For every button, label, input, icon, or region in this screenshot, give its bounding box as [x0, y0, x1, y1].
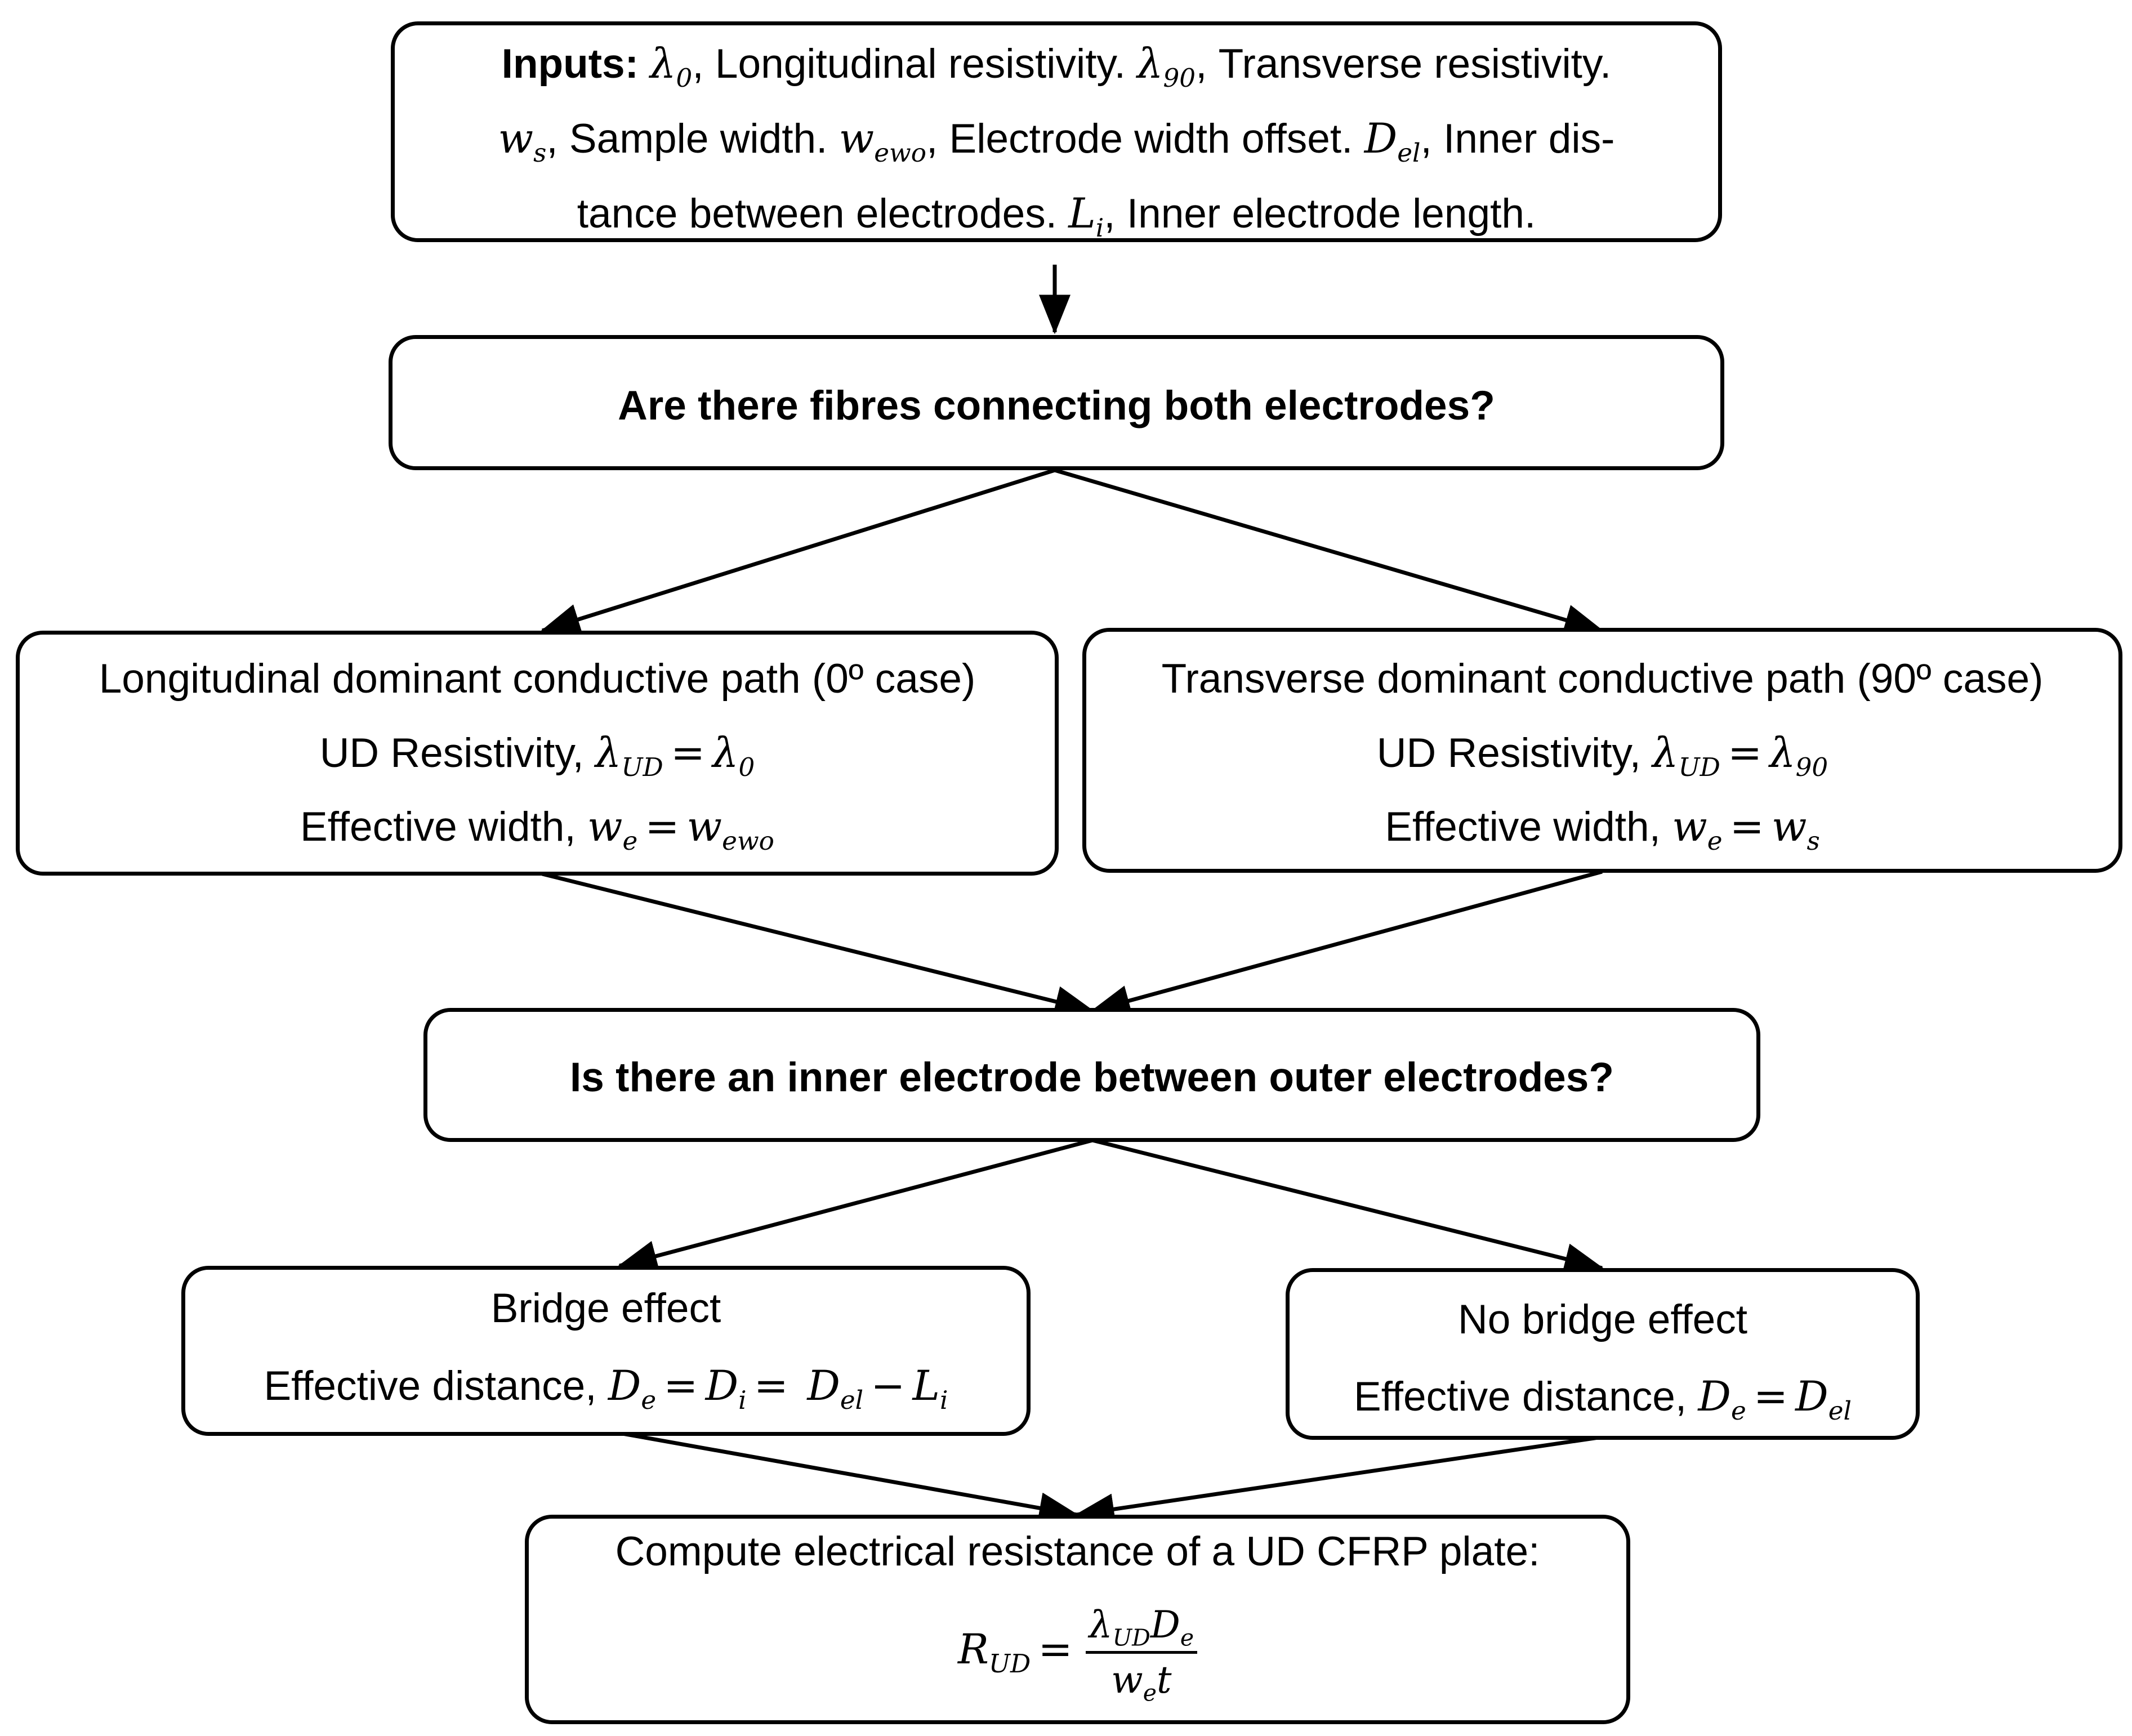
arrow-longitudinal-to-question2: [542, 872, 1095, 1017]
no-bridge-title: No bridge effect: [1457, 1297, 1748, 1342]
longitudinal-path-box: Longitudinal dominant conductive path (0…: [16, 631, 1059, 876]
lambda90-description: , Transverse resistivity.: [1196, 41, 1612, 87]
longitudinal-title: Longitudinal dominant conductive path (0…: [99, 656, 976, 702]
question-inner-electrode-box: Is there an inner electrode between oute…: [423, 1008, 1760, 1142]
ws-description: , Sample width.: [546, 116, 828, 162]
bridge-distance: Effective distance, De=Di= Del−Li: [264, 1362, 948, 1415]
inputs-line-2: ws, Sample width. wewo, Electrode width …: [498, 115, 1615, 168]
arrow-question1-to-longitudinal: [540, 468, 1056, 635]
no-bridge-effect-box: No bridge effect Effective distance, De=…: [1286, 1268, 1920, 1440]
transverse-resistivity: UD Resistivity, λUD=λ90: [1376, 729, 1828, 782]
bridge-title: Bridge effect: [490, 1286, 721, 1331]
li-description: , Inner electrode length.: [1104, 191, 1536, 236]
longitudinal-resistivity: UD Resistivity, λUD=λ0: [319, 729, 755, 782]
question-fibres-box: Are there fibres connecting both electro…: [389, 335, 1724, 470]
compute-resistance-box: Compute electrical resistance of a UD CF…: [525, 1515, 1630, 1724]
arrow-transverse-to-question2: [1090, 869, 1603, 1016]
transverse-path-box: Transverse dominant conductive path (90º…: [1082, 628, 2122, 873]
arrow-bridge-to-compute: [619, 1431, 1079, 1524]
inputs-line-3: tance between electrodes. Li, Inner elec…: [577, 190, 1536, 243]
arrow-question2-to-nobridge: [1092, 1138, 1604, 1274]
question-inner-electrode-text: Is there an inner electrode between oute…: [570, 1055, 1614, 1100]
inputs-box: Inputs: λ0, Longitudinal resistivity. λ9…: [391, 21, 1722, 242]
lambda0-description: , Longitudinal resistivity.: [692, 41, 1126, 87]
del-description: , Inner dis-: [1420, 116, 1615, 162]
longitudinal-width: Effective width, we=wewo: [300, 803, 774, 856]
transverse-title: Transverse dominant conductive path (90º…: [1161, 656, 2044, 702]
arrow-question1-to-transverse: [1054, 468, 1604, 636]
inputs-line-1: Inputs: λ0, Longitudinal resistivity. λ9…: [501, 40, 1612, 93]
compute-title: Compute electrical resistance of a UD CF…: [615, 1529, 1540, 1574]
transverse-width: Effective width, we=ws: [1385, 803, 1820, 856]
arrow-question2-to-bridge: [617, 1138, 1093, 1271]
bridge-effect-box: Bridge effect Effective distance, De=Di=…: [181, 1266, 1031, 1436]
inputs-label: Inputs:: [501, 41, 639, 87]
arrow-nobridge-to-compute: [1074, 1435, 1603, 1525]
no-bridge-distance: Effective distance, De=Del: [1354, 1373, 1852, 1426]
inputs-line-3-start: tance between electrodes.: [577, 191, 1057, 236]
question-fibres-text: Are there fibres connecting both electro…: [618, 383, 1495, 429]
wewo-description: , Electrode width offset.: [926, 116, 1353, 162]
